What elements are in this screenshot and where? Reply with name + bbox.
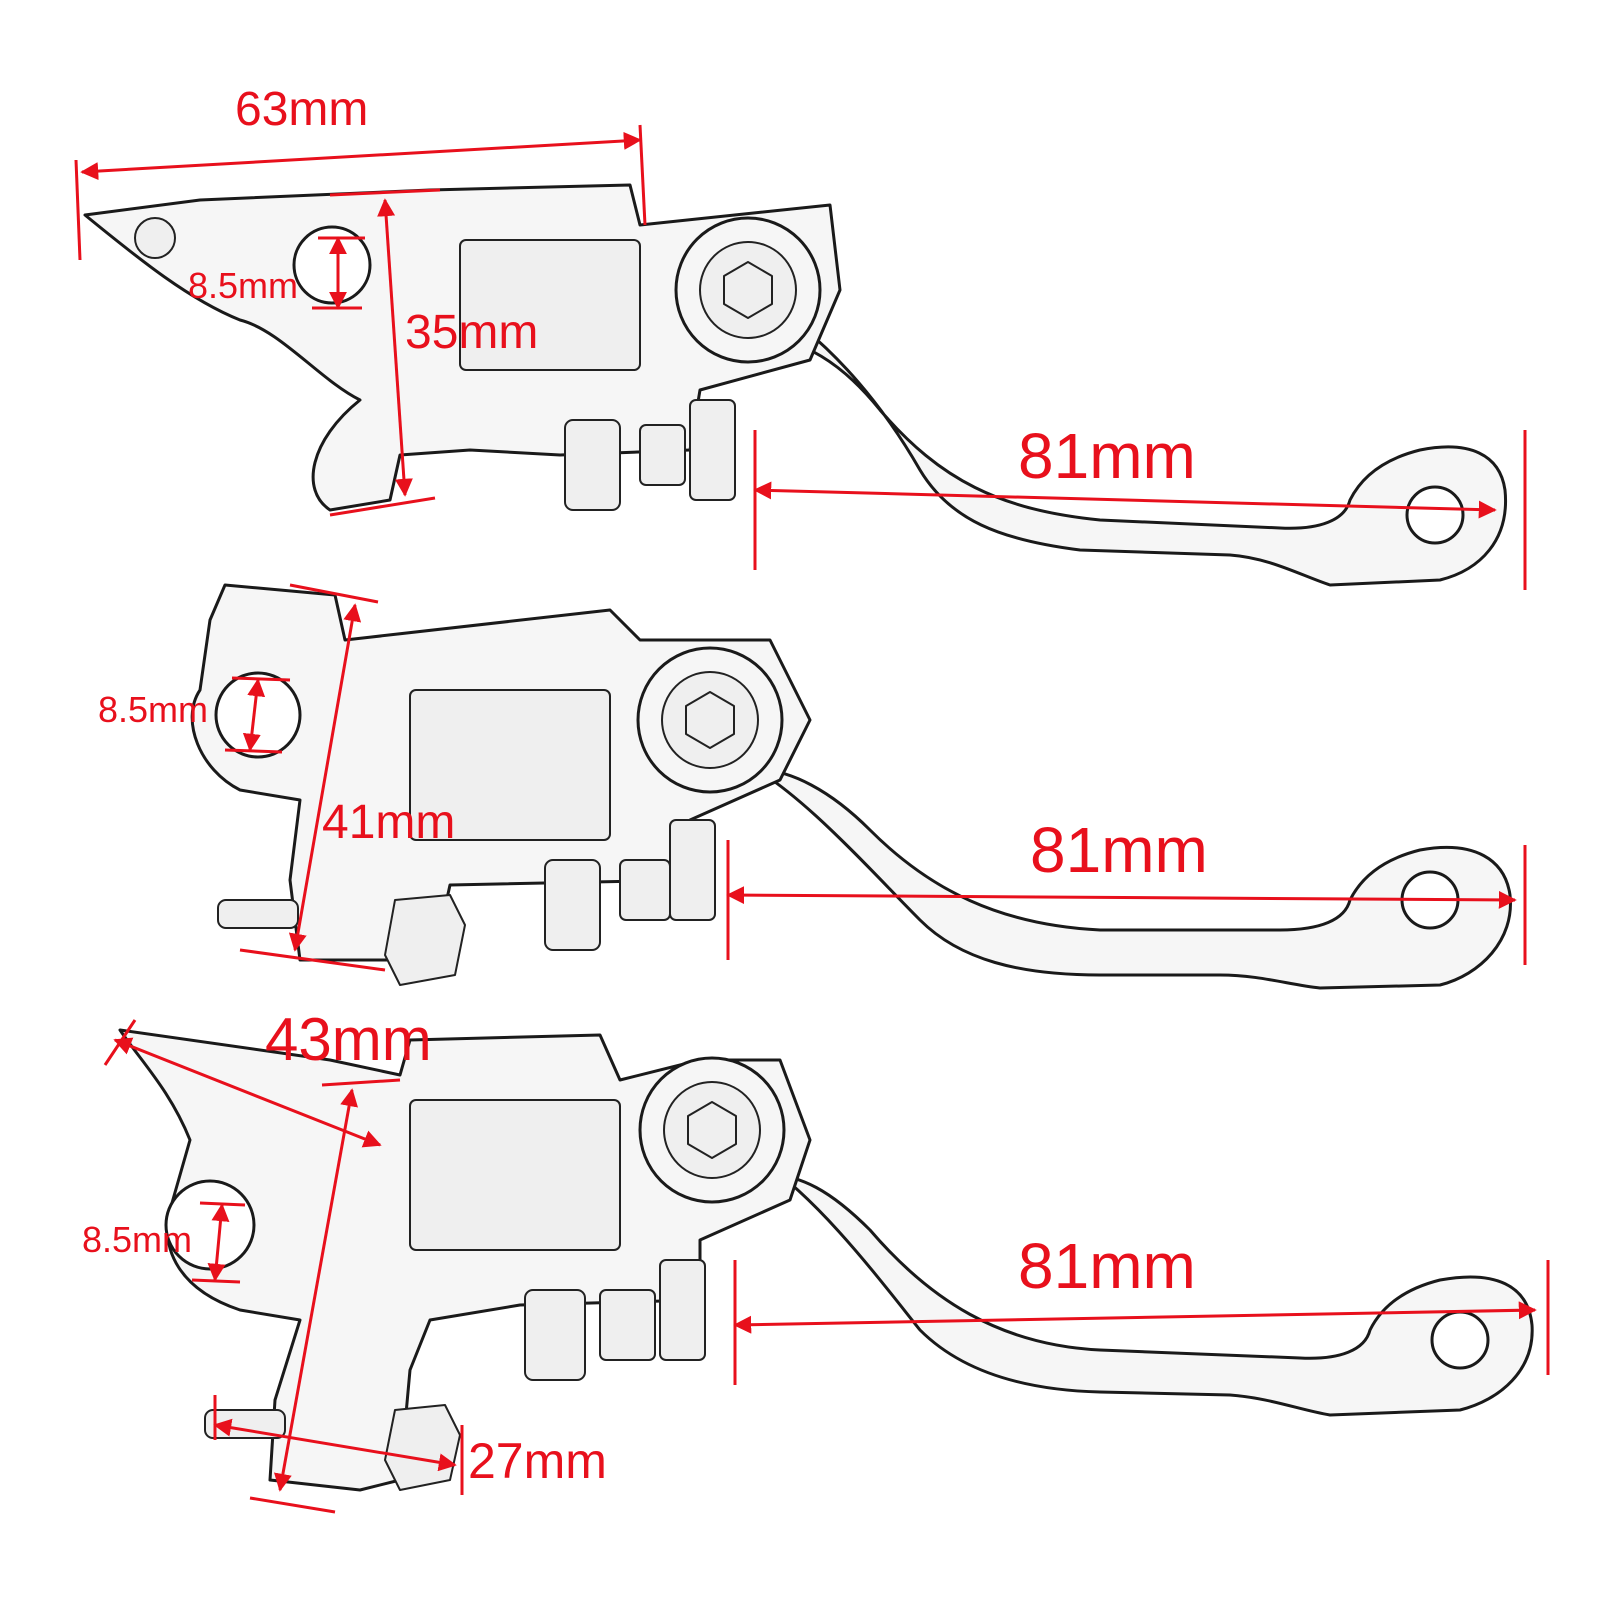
middle-hole-ext-bottom [224, 748, 283, 754]
bottom-width-ext-right [321, 1078, 401, 1087]
top-lever-dim-line [753, 481, 1497, 519]
middle-clamp-nut [384, 894, 466, 986]
bottom-inner-pocket [409, 1099, 621, 1251]
middle-lever-assembly: 41mm 8.5mm 81mm [98, 583, 1527, 990]
middle-lever-dim-line [726, 886, 1517, 909]
middle-hole-label: 8.5mm [98, 689, 208, 730]
bottom-hole-ext-top [199, 1201, 246, 1207]
top-lever-assembly: 63mm 35mm 8.5mm 81mm [74, 83, 1527, 590]
bottom-stud-label: 27mm [468, 1433, 607, 1489]
middle-height-label: 41mm [322, 796, 455, 849]
top-adjuster-barrel [564, 419, 621, 511]
top-width-dim-line [80, 131, 642, 181]
bottom-lever-dim-line [733, 1301, 1537, 1334]
middle-lever-label: 81mm [1030, 814, 1208, 886]
top-width-ext-left [74, 159, 82, 261]
middle-hole-dim-line [242, 678, 266, 752]
bottom-adjuster-nut [599, 1289, 656, 1361]
bottom-hole-ext-bottom [191, 1278, 241, 1284]
middle-clamp-stud [217, 899, 299, 929]
middle-hole-ext-top [231, 676, 291, 682]
top-width-ext-right [638, 124, 647, 226]
middle-height-ext-top [289, 583, 379, 604]
bottom-stud-dim-line [213, 1418, 457, 1472]
bottom-lever-label: 81mm [1018, 1230, 1196, 1302]
top-lever-label: 81mm [1018, 420, 1196, 492]
top-height-ext-top [329, 188, 441, 197]
top-inner-pocket [459, 239, 641, 371]
bottom-lever-assembly: 43mm 8.5mm 27mm 81mm [82, 1006, 1550, 1514]
bottom-adjuster-screw [659, 1259, 706, 1361]
bottom-clamp-nut [384, 1404, 461, 1491]
middle-pivot-bolt [685, 691, 735, 749]
top-screw-head [134, 217, 176, 259]
top-lever-end-hole [1405, 485, 1465, 545]
bottom-hole-label: 8.5mm [82, 1219, 192, 1260]
middle-height-dim-line [288, 603, 362, 952]
top-adjuster-screw [689, 399, 736, 501]
top-hole-label: 8.5mm [188, 265, 298, 306]
bottom-adjuster-barrel [524, 1289, 586, 1381]
bottom-width-ext-left [103, 1019, 137, 1066]
bottom-height-ext-bottom [249, 1496, 336, 1514]
middle-inner-pocket [409, 689, 611, 841]
bottom-width-label: 43mm [265, 1006, 432, 1073]
bottom-lever-end-hole [1430, 1310, 1490, 1370]
bottom-hole-dim-line [207, 1203, 230, 1282]
top-width-label: 63mm [235, 83, 368, 136]
middle-height-ext-bottom [239, 948, 386, 972]
top-pivot-bolt [723, 261, 773, 319]
top-adjuster-nut [639, 424, 686, 486]
bottom-pivot-bolt [687, 1101, 737, 1159]
top-height-dim-line [377, 198, 413, 497]
top-height-ext-bottom [329, 496, 436, 517]
top-height-label: 35mm [405, 306, 538, 359]
middle-adjuster-nut [619, 859, 671, 921]
middle-adjuster-screw [669, 819, 716, 921]
middle-adjuster-barrel [544, 859, 601, 951]
